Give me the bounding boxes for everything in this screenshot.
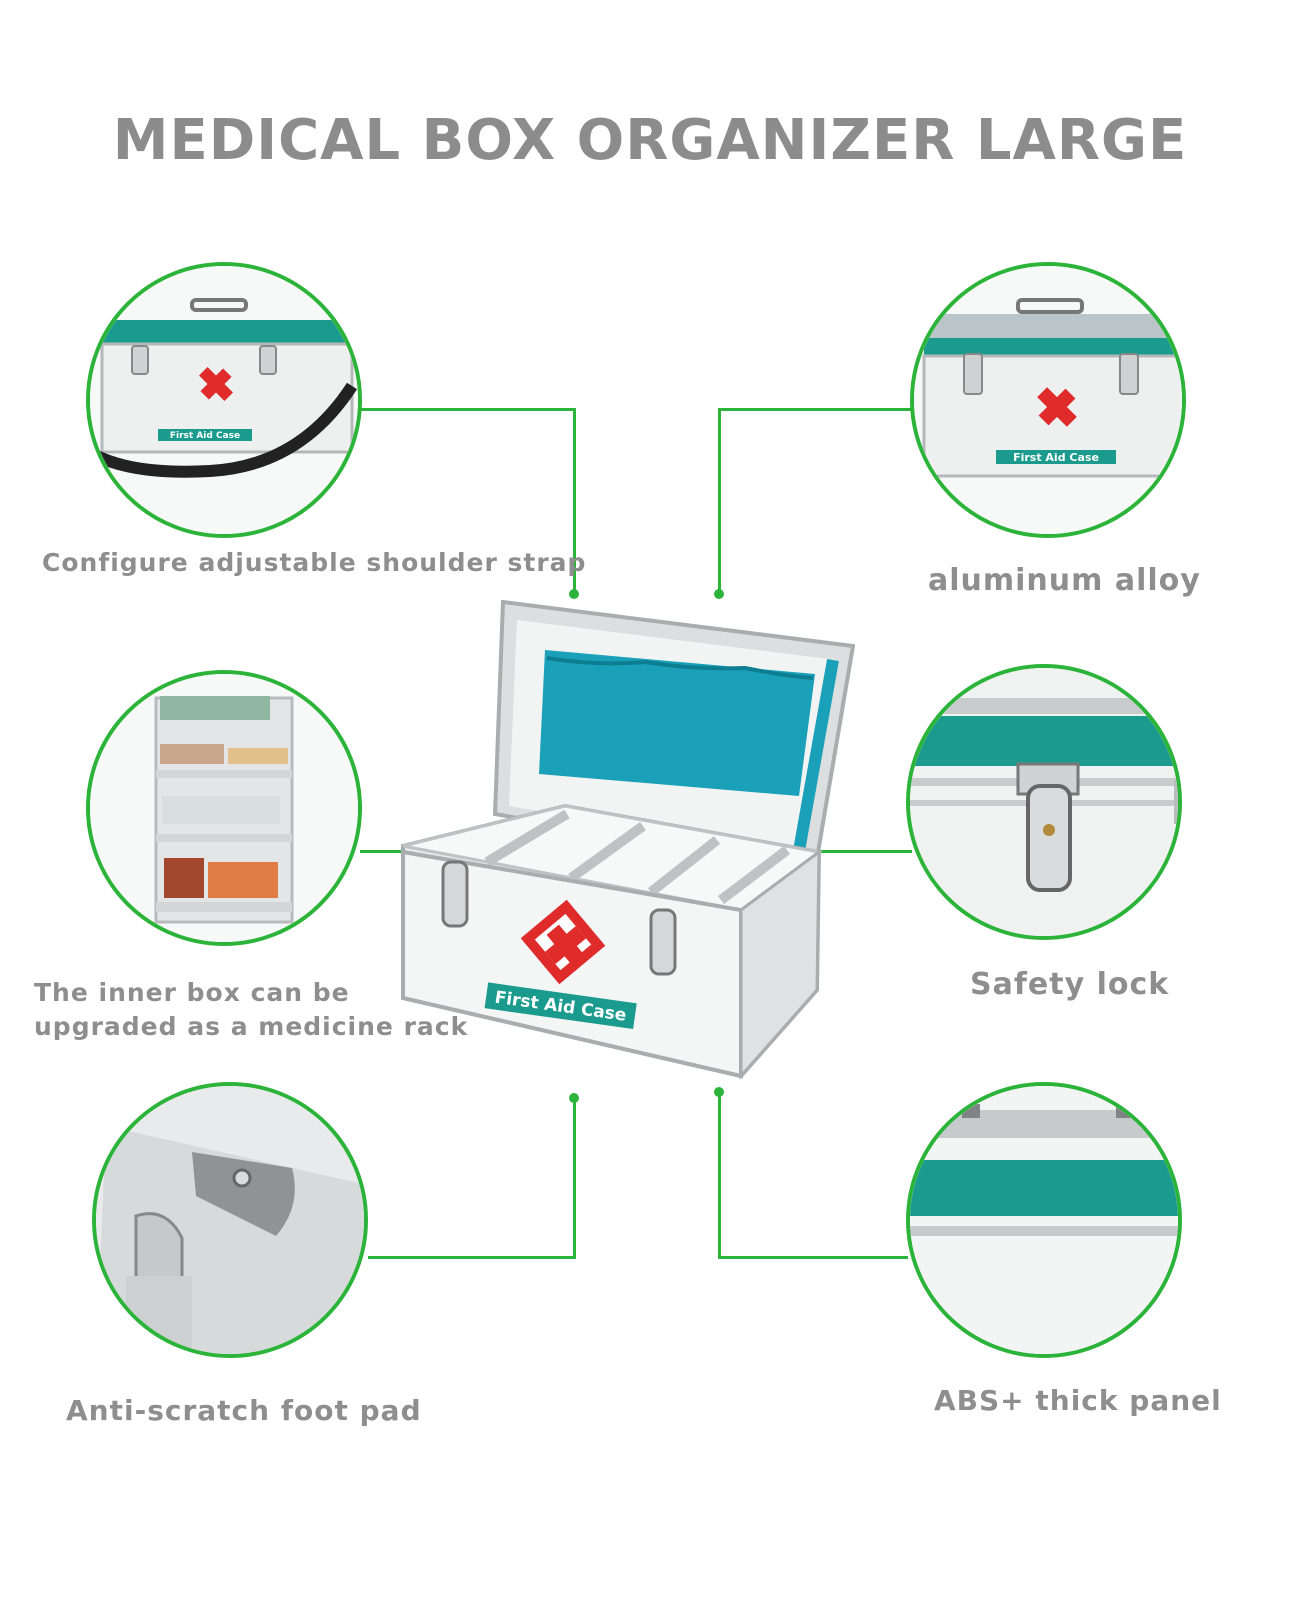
case-label-plate: [484, 982, 637, 1030]
caption-foot-pad: Anti-scratch foot pad: [66, 1394, 422, 1427]
caption-shoulder-strap: Configure adjustable shoulder strap: [42, 548, 587, 577]
case-label-small-right: First Aid Case: [1013, 451, 1099, 464]
connector-bottom-left-dot: [569, 1093, 579, 1103]
connector-bottom-right-h: [718, 1256, 908, 1259]
connector-top-right-dot: [714, 589, 724, 599]
feature-image-aluminum-alloy: First Aid Case: [910, 262, 1186, 538]
connector-bottom-right-v: [718, 1092, 721, 1259]
page-title: MEDICAL BOX ORGANIZER LARGE: [112, 108, 1188, 173]
connector-bottom-left-h: [368, 1256, 576, 1259]
feature-image-safety-lock: [906, 664, 1182, 940]
caption-thick-panel: ABS+ thick panel: [934, 1384, 1222, 1417]
caption-aluminum-alloy: aluminum alloy: [928, 563, 1201, 598]
connector-top-right-h: [718, 408, 914, 411]
case-label-small: First Aid Case: [170, 431, 240, 441]
feature-image-medicine-rack: [86, 670, 362, 946]
caption-medicine-rack-line1: The inner box can be: [34, 978, 350, 1007]
connector-top-left-dot: [569, 589, 579, 599]
connector-top-left-v: [573, 408, 576, 594]
latch-left: [441, 860, 469, 928]
feature-image-thick-panel: [906, 1082, 1182, 1358]
feature-image-foot-pad: [92, 1082, 368, 1358]
connector-bottom-right-dot: [714, 1087, 724, 1097]
connector-top-right-v: [718, 408, 721, 594]
lid-pocket: [539, 650, 815, 796]
feature-image-shoulder-strap: First Aid Case: [86, 262, 362, 538]
red-cross-icon: [520, 899, 606, 985]
caption-medicine-rack-line2: upgraded as a medicine rack: [34, 1012, 469, 1041]
latch-right: [649, 908, 677, 976]
connector-mid-left: [360, 850, 408, 853]
caption-safety-lock: Safety lock: [970, 967, 1170, 1002]
connector-mid-right: [820, 850, 912, 853]
connector-top-left-h: [358, 408, 576, 411]
connector-bottom-left-v: [573, 1098, 576, 1259]
main-product-image: First Aid Case: [401, 600, 855, 1080]
